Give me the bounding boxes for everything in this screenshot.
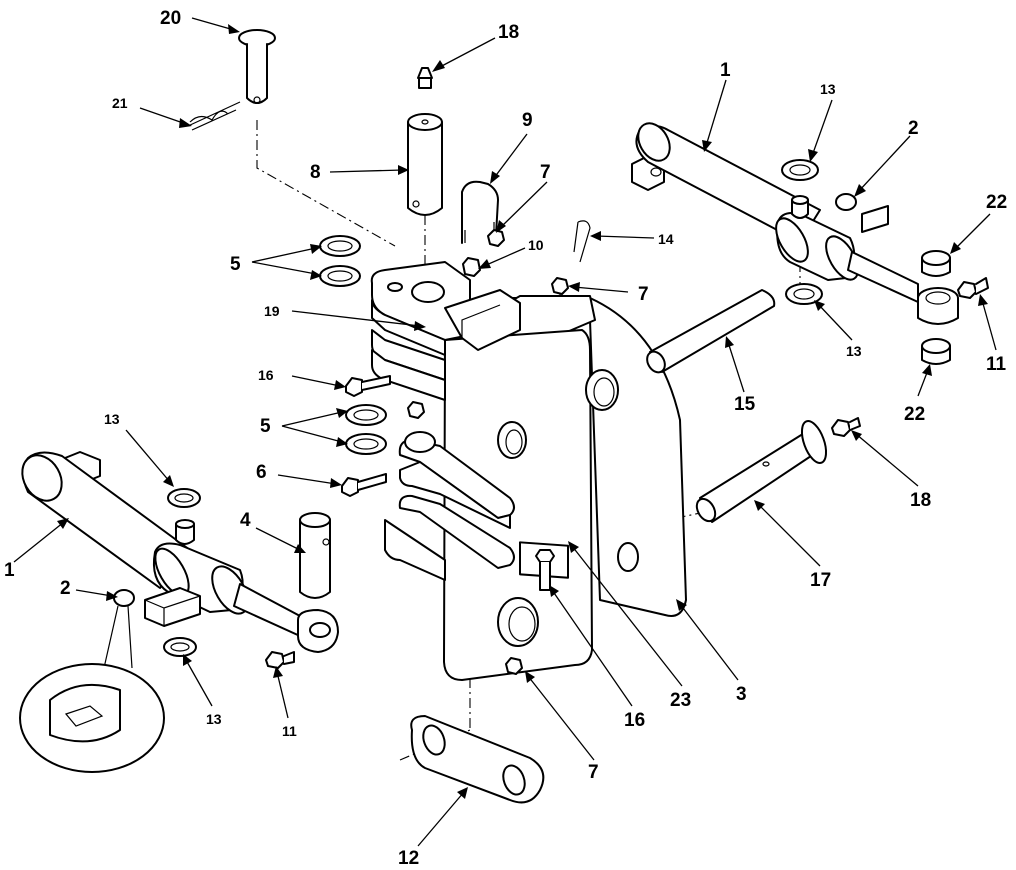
callout-18-right: 18 [910,490,931,511]
hydraulic-cylinder-right [631,122,959,325]
callout-7-a: 7 [540,162,551,183]
callout-1-left: 1 [4,560,15,581]
callout-19: 19 [264,303,280,319]
callout-5-top: 5 [230,254,241,275]
callout-15: 15 [734,394,756,415]
callout-10: 10 [528,237,544,253]
callout-5-mid: 5 [260,416,271,437]
callout-13-left-top: 13 [104,411,120,427]
bushing-22-bottom [921,338,951,365]
callout-16-left: 16 [258,367,274,383]
callout-7-b: 7 [638,284,649,305]
washer-13-left-bottom [163,637,197,657]
pin-8 [407,113,443,216]
link-plate-12 [410,715,545,804]
bolt-6 [341,473,387,497]
pin-15 [646,289,776,374]
callout-13-right-bottom: 13 [846,343,862,359]
callout-8: 8 [310,162,321,183]
washers-5-top [319,235,361,287]
callout-13-right-top: 13 [820,81,836,97]
leader-lines [13,17,997,847]
nut-7-c [505,657,523,675]
callout-22-bottom: 22 [904,404,925,425]
callout-9: 9 [522,110,533,131]
bolt-16-left [345,375,391,397]
nut-7-b [551,277,569,295]
nut-7-a [487,229,505,247]
detail-bubble [19,605,165,773]
callout-13-left-bottom: 13 [206,711,222,727]
pin-20 [238,29,276,104]
cap-2-left [113,589,135,607]
grease-fitting-18-top [417,67,433,89]
bolt-16-right [535,549,555,591]
callout-2-left: 2 [60,578,71,599]
callout-1-right: 1 [720,60,731,81]
callout-2-right: 2 [908,118,919,139]
pin-4 [299,512,331,599]
u-bolt-9 [461,180,499,244]
washers-5-mid [345,404,387,455]
callout-17: 17 [810,570,831,591]
bushing-22-top [921,250,951,277]
callout-labels: 20 21 18 8 9 7 10 14 7 5 19 16 5 6 13 4 … [4,8,1007,869]
washer-13-left-top [167,488,201,508]
nut-10 [462,257,481,277]
grease-fitting-18-right [831,417,861,437]
callout-22-top: 22 [986,192,1007,213]
callout-16-right: 16 [624,710,645,731]
callout-18-top: 18 [498,22,519,43]
callout-20: 20 [160,8,181,29]
washer-13-right-top [781,159,819,181]
washer-13-right-bottom [785,283,823,305]
cotter-pin-14 [573,220,591,263]
callout-12: 12 [398,848,419,869]
callout-11-left: 11 [282,723,297,739]
callout-21: 21 [112,95,128,111]
callout-23: 23 [670,690,691,711]
callout-11-right: 11 [986,354,1007,375]
callout-14: 14 [658,231,674,247]
callout-6: 6 [256,462,267,483]
hydraulic-cylinder-left [21,451,339,653]
nut-mid [407,401,425,419]
callout-3: 3 [736,684,747,705]
fitting-11-left [265,651,295,669]
callout-4: 4 [240,510,251,531]
fitting-11-right [957,277,989,299]
pin-17 [695,420,828,523]
hair-pin-clip-21 [187,101,241,131]
cap-2-right [835,193,857,211]
callout-7-c: 7 [588,762,599,783]
